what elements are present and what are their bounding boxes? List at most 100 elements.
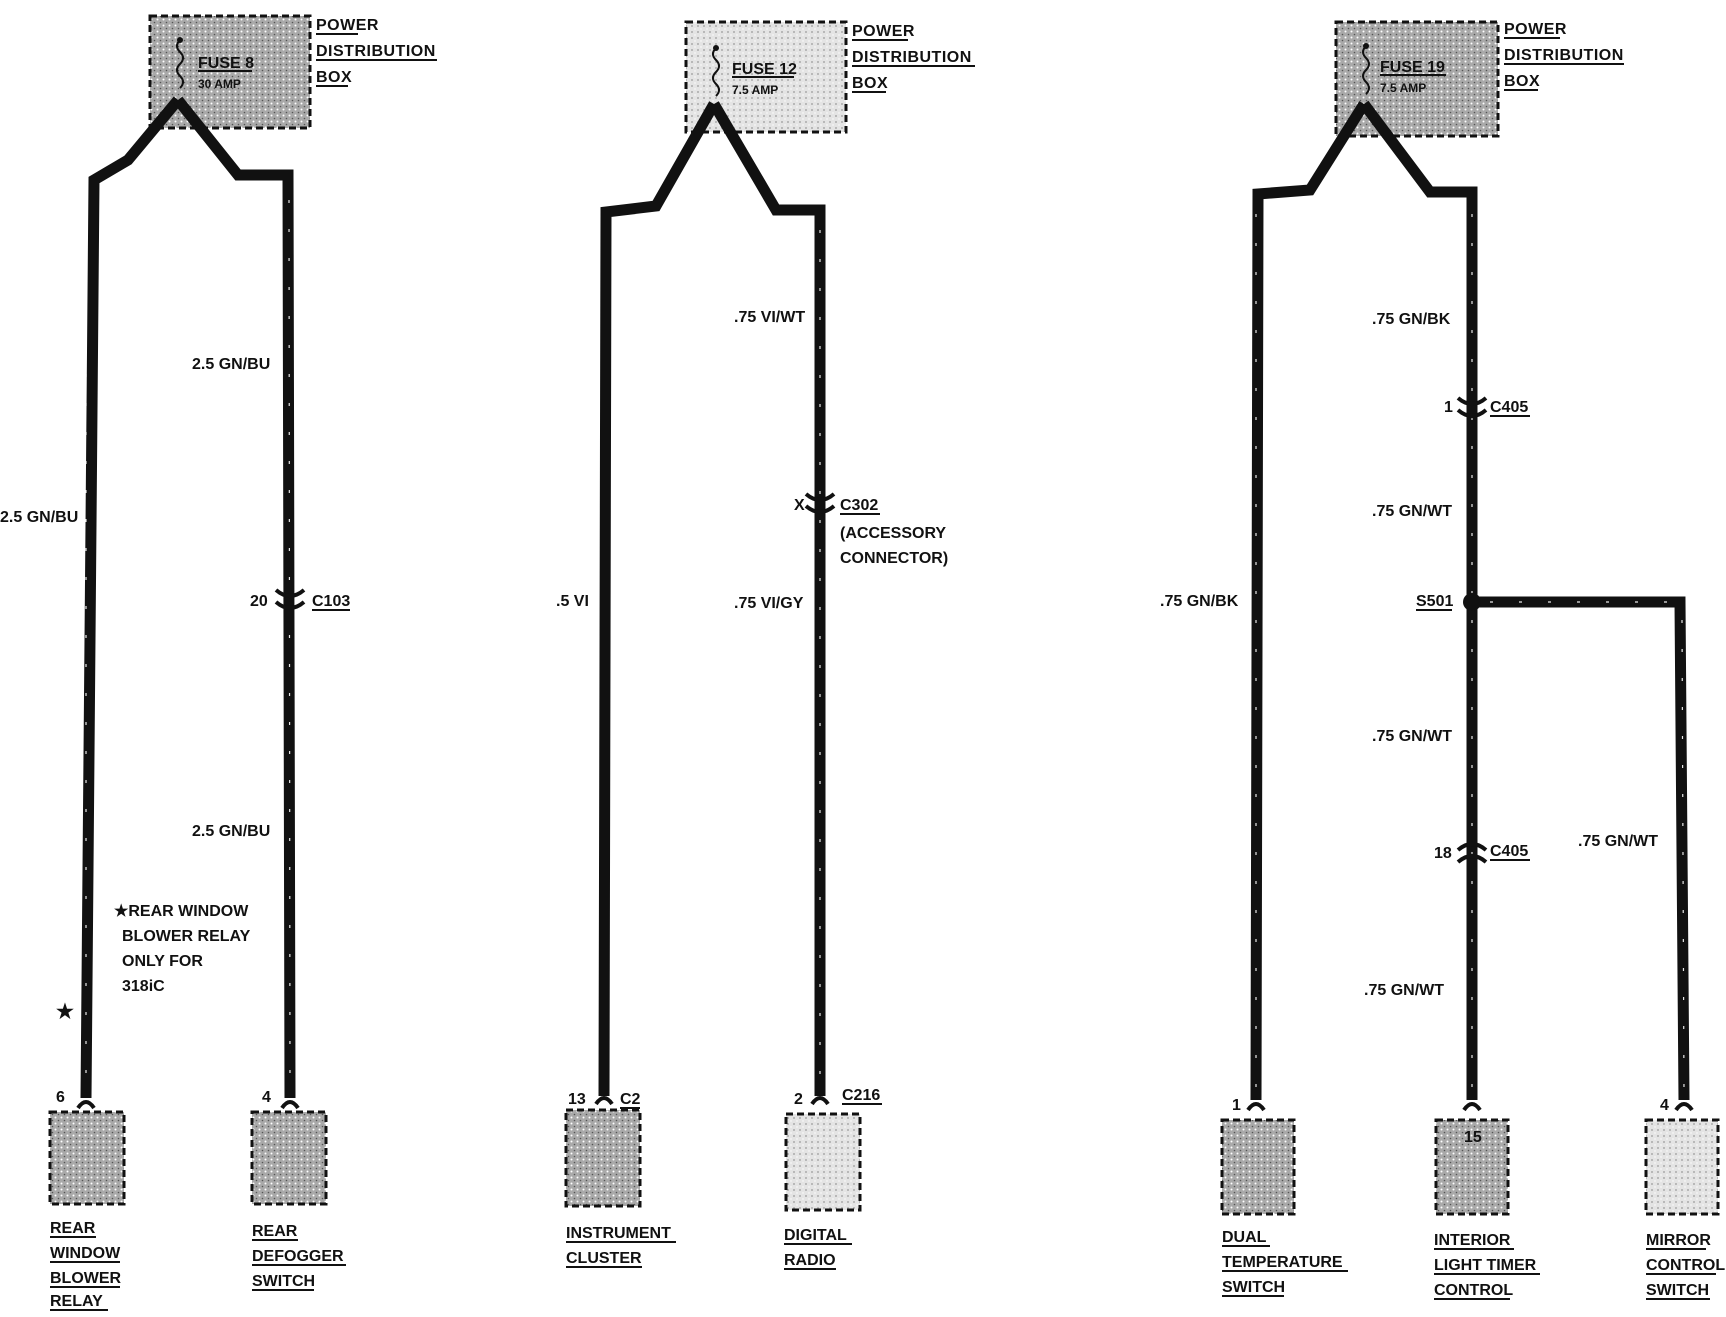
note-star-icon: ★: [56, 1001, 74, 1023]
fuse12-name: FUSE 12: [732, 61, 797, 78]
comp6-pin-icon: [1462, 1102, 1482, 1112]
fuse19-terminal-dot: [1363, 43, 1369, 49]
fuse12-section: FUSE 12 7.5 AMP POWER DISTRIBUTION BOX .…: [556, 20, 975, 1270]
c2-name: C2: [620, 1091, 641, 1108]
wire-dual-temperature: [1250, 101, 1369, 1101]
fuse8-section: FUSE 8 30 AMP POWER DISTRIBUTION BOX 2.5…: [0, 14, 437, 1311]
fuse12-fuse-icon: [712, 47, 720, 97]
comp5-label-1: DUAL: [1222, 1229, 1267, 1246]
instrument-cluster-box: [564, 1108, 642, 1208]
mirror-control-switch-box: [1644, 1118, 1720, 1216]
wire-label-w2-right-bottom: .75 VI/GY: [734, 595, 804, 612]
wire-label-w3-mid-4: .75 GN/WT: [1364, 982, 1444, 999]
c302-connector-icon: [804, 492, 836, 514]
comp2-pin-icon: [280, 1100, 300, 1110]
s501-splice-dot: [1463, 593, 1481, 611]
comp2-label-1: REAR: [252, 1223, 298, 1240]
comp4-label-1: DIGITAL: [784, 1227, 847, 1244]
fuse8-terminal-dot: [177, 37, 183, 43]
rear-defogger-switch-box: [250, 1110, 328, 1206]
c103-pin: 20: [250, 593, 268, 610]
fuse12-rating: 7.5 AMP: [732, 83, 778, 97]
fuse12-terminal-dot: [713, 45, 719, 51]
s501-name: S501: [1416, 593, 1453, 610]
wire-label-w3-mid-2: .75 GN/WT: [1372, 503, 1452, 520]
fuse8-name: FUSE 8: [198, 55, 254, 72]
comp1-pin-icon: [76, 1100, 96, 1110]
c103-name: C103: [312, 593, 350, 610]
fuse19-fuse-icon: [1362, 45, 1370, 95]
comp3-label-1: INSTRUMENT: [566, 1225, 671, 1242]
comp5-pin: 1: [1232, 1097, 1241, 1114]
comp1-label-4: RELAY: [50, 1293, 103, 1310]
note-line-2: BLOWER RELAY: [122, 928, 251, 945]
c302-pin: X: [794, 497, 805, 514]
comp2-pin: 4: [262, 1089, 271, 1106]
comp5-pin-icon: [1246, 1102, 1266, 1112]
wire-rear-defogger: [173, 96, 296, 1099]
fuse8-rating: 30 AMP: [198, 77, 241, 91]
c405-bottom-pin: 18: [1434, 845, 1452, 862]
comp6-label-1: INTERIOR: [1434, 1232, 1511, 1249]
wire-label-w2-left: .5 VI: [556, 593, 589, 610]
dual-temperature-switch-box: [1220, 1118, 1296, 1216]
wire-label-w3-mid-1: .75 GN/BK: [1372, 311, 1451, 328]
wire-label-w1-right-top: 2.5 GN/BU: [192, 356, 270, 373]
wire-label-w3-left: .75 GN/BK: [1160, 593, 1239, 610]
fuse8-box-label-2: DISTRIBUTION: [316, 43, 436, 60]
fuse8-box-label-3: BOX: [316, 69, 352, 86]
fuse12-box-label-1: POWER: [852, 23, 915, 40]
comp7-pin-icon: [1674, 1102, 1694, 1112]
comp4-label-2: RADIO: [784, 1252, 836, 1269]
rear-window-blower-relay-box: [48, 1110, 126, 1206]
c216-name: C216: [842, 1087, 880, 1104]
wire-digital-radio: [709, 101, 826, 1096]
c2-pin: 13: [568, 1091, 586, 1108]
c2-pin-icon: [594, 1096, 614, 1106]
wire-label-w3-right: .75 GN/WT: [1578, 833, 1658, 850]
c405-bottom-connector-icon: [1456, 842, 1488, 864]
note-line-1: ★REAR WINDOW: [114, 903, 249, 920]
c405-bottom-name: C405: [1490, 843, 1528, 860]
c216-pin-icon: [810, 1096, 830, 1106]
fuse19-box-label-1: POWER: [1504, 21, 1567, 38]
wire-rear-window-blower: [80, 96, 183, 1099]
note-line-3: ONLY FOR: [122, 953, 203, 970]
c216-pin: 2: [794, 1091, 803, 1108]
digital-radio-box: [784, 1112, 862, 1212]
c405-top-connector-icon: [1456, 396, 1488, 418]
interior-light-timer-control-box: [1434, 1118, 1510, 1216]
comp7-label-2: CONTROL: [1646, 1257, 1725, 1274]
comp7-label-3: SWITCH: [1646, 1282, 1709, 1299]
comp7-label-1: MIRROR: [1646, 1232, 1711, 1249]
fuse19-box-label-3: BOX: [1504, 73, 1540, 90]
wire-interior-light: [1359, 100, 1478, 1100]
fuse19-box-label-2: DISTRIBUTION: [1504, 47, 1624, 64]
comp6-label-3: CONTROL: [1434, 1282, 1513, 1299]
c405-top-pin: 1: [1444, 399, 1453, 416]
wire-instrument-cluster: [598, 101, 719, 1097]
fuse19-rating: 7.5 AMP: [1380, 81, 1426, 95]
fuse19-name: FUSE 19: [1380, 59, 1445, 76]
wire-label-w3-mid-3: .75 GN/WT: [1372, 728, 1452, 745]
comp5-label-3: SWITCH: [1222, 1279, 1285, 1296]
fuse12-box-label-3: BOX: [852, 75, 888, 92]
comp1-pin: 6: [56, 1089, 65, 1106]
comp2-label-3: SWITCH: [252, 1273, 315, 1290]
wire-label-w2-right-top: .75 VI/WT: [734, 309, 805, 326]
comp5-label-2: TEMPERATURE: [1222, 1254, 1343, 1271]
c405-top-name: C405: [1490, 399, 1528, 416]
c302-name: C302: [840, 497, 878, 514]
comp3-label-2: CLUSTER: [566, 1250, 642, 1267]
fuse12-box-label-2: DISTRIBUTION: [852, 49, 972, 66]
wire-label-w1-left: 2.5 GN/BU: [0, 509, 78, 526]
wire-label-w1-right-bottom: 2.5 GN/BU: [192, 823, 270, 840]
comp2-label-2: DEFOGGER: [252, 1248, 344, 1265]
comp6-label-2: LIGHT TIMER: [1434, 1257, 1537, 1274]
comp7-pin: 4: [1660, 1097, 1669, 1114]
comp1-label-2: WINDOW: [50, 1245, 121, 1262]
comp1-label-3: BLOWER: [50, 1270, 122, 1287]
fuse19-section: FUSE 19 7.5 AMP POWER DISTRIBUTION BOX .…: [1160, 20, 1725, 1300]
